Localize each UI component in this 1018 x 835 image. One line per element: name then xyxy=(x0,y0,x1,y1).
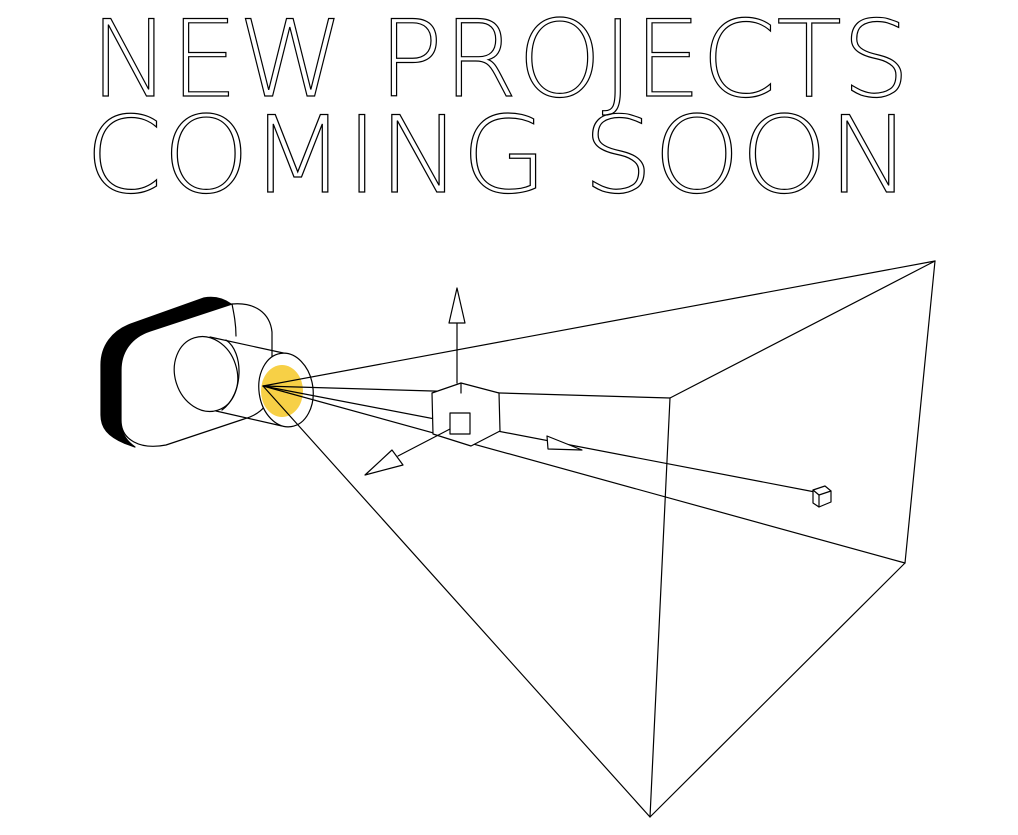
headline: NEW PROJECTS COMING SOON xyxy=(0,0,1018,218)
frustum-lines xyxy=(262,260,936,818)
camera-icon xyxy=(100,296,314,448)
headline-line1: NEW PROJECTS xyxy=(90,0,910,121)
gizmo-cube-icon xyxy=(431,382,501,447)
target-cube-icon xyxy=(812,485,832,508)
headline-line2: COMING SOON xyxy=(85,94,911,200)
up-arrow-icon xyxy=(448,287,466,384)
right-arrow-icon xyxy=(546,435,583,451)
headline-svg: NEW PROJECTS COMING SOON xyxy=(84,0,911,218)
left-arrow-icon xyxy=(364,428,451,476)
